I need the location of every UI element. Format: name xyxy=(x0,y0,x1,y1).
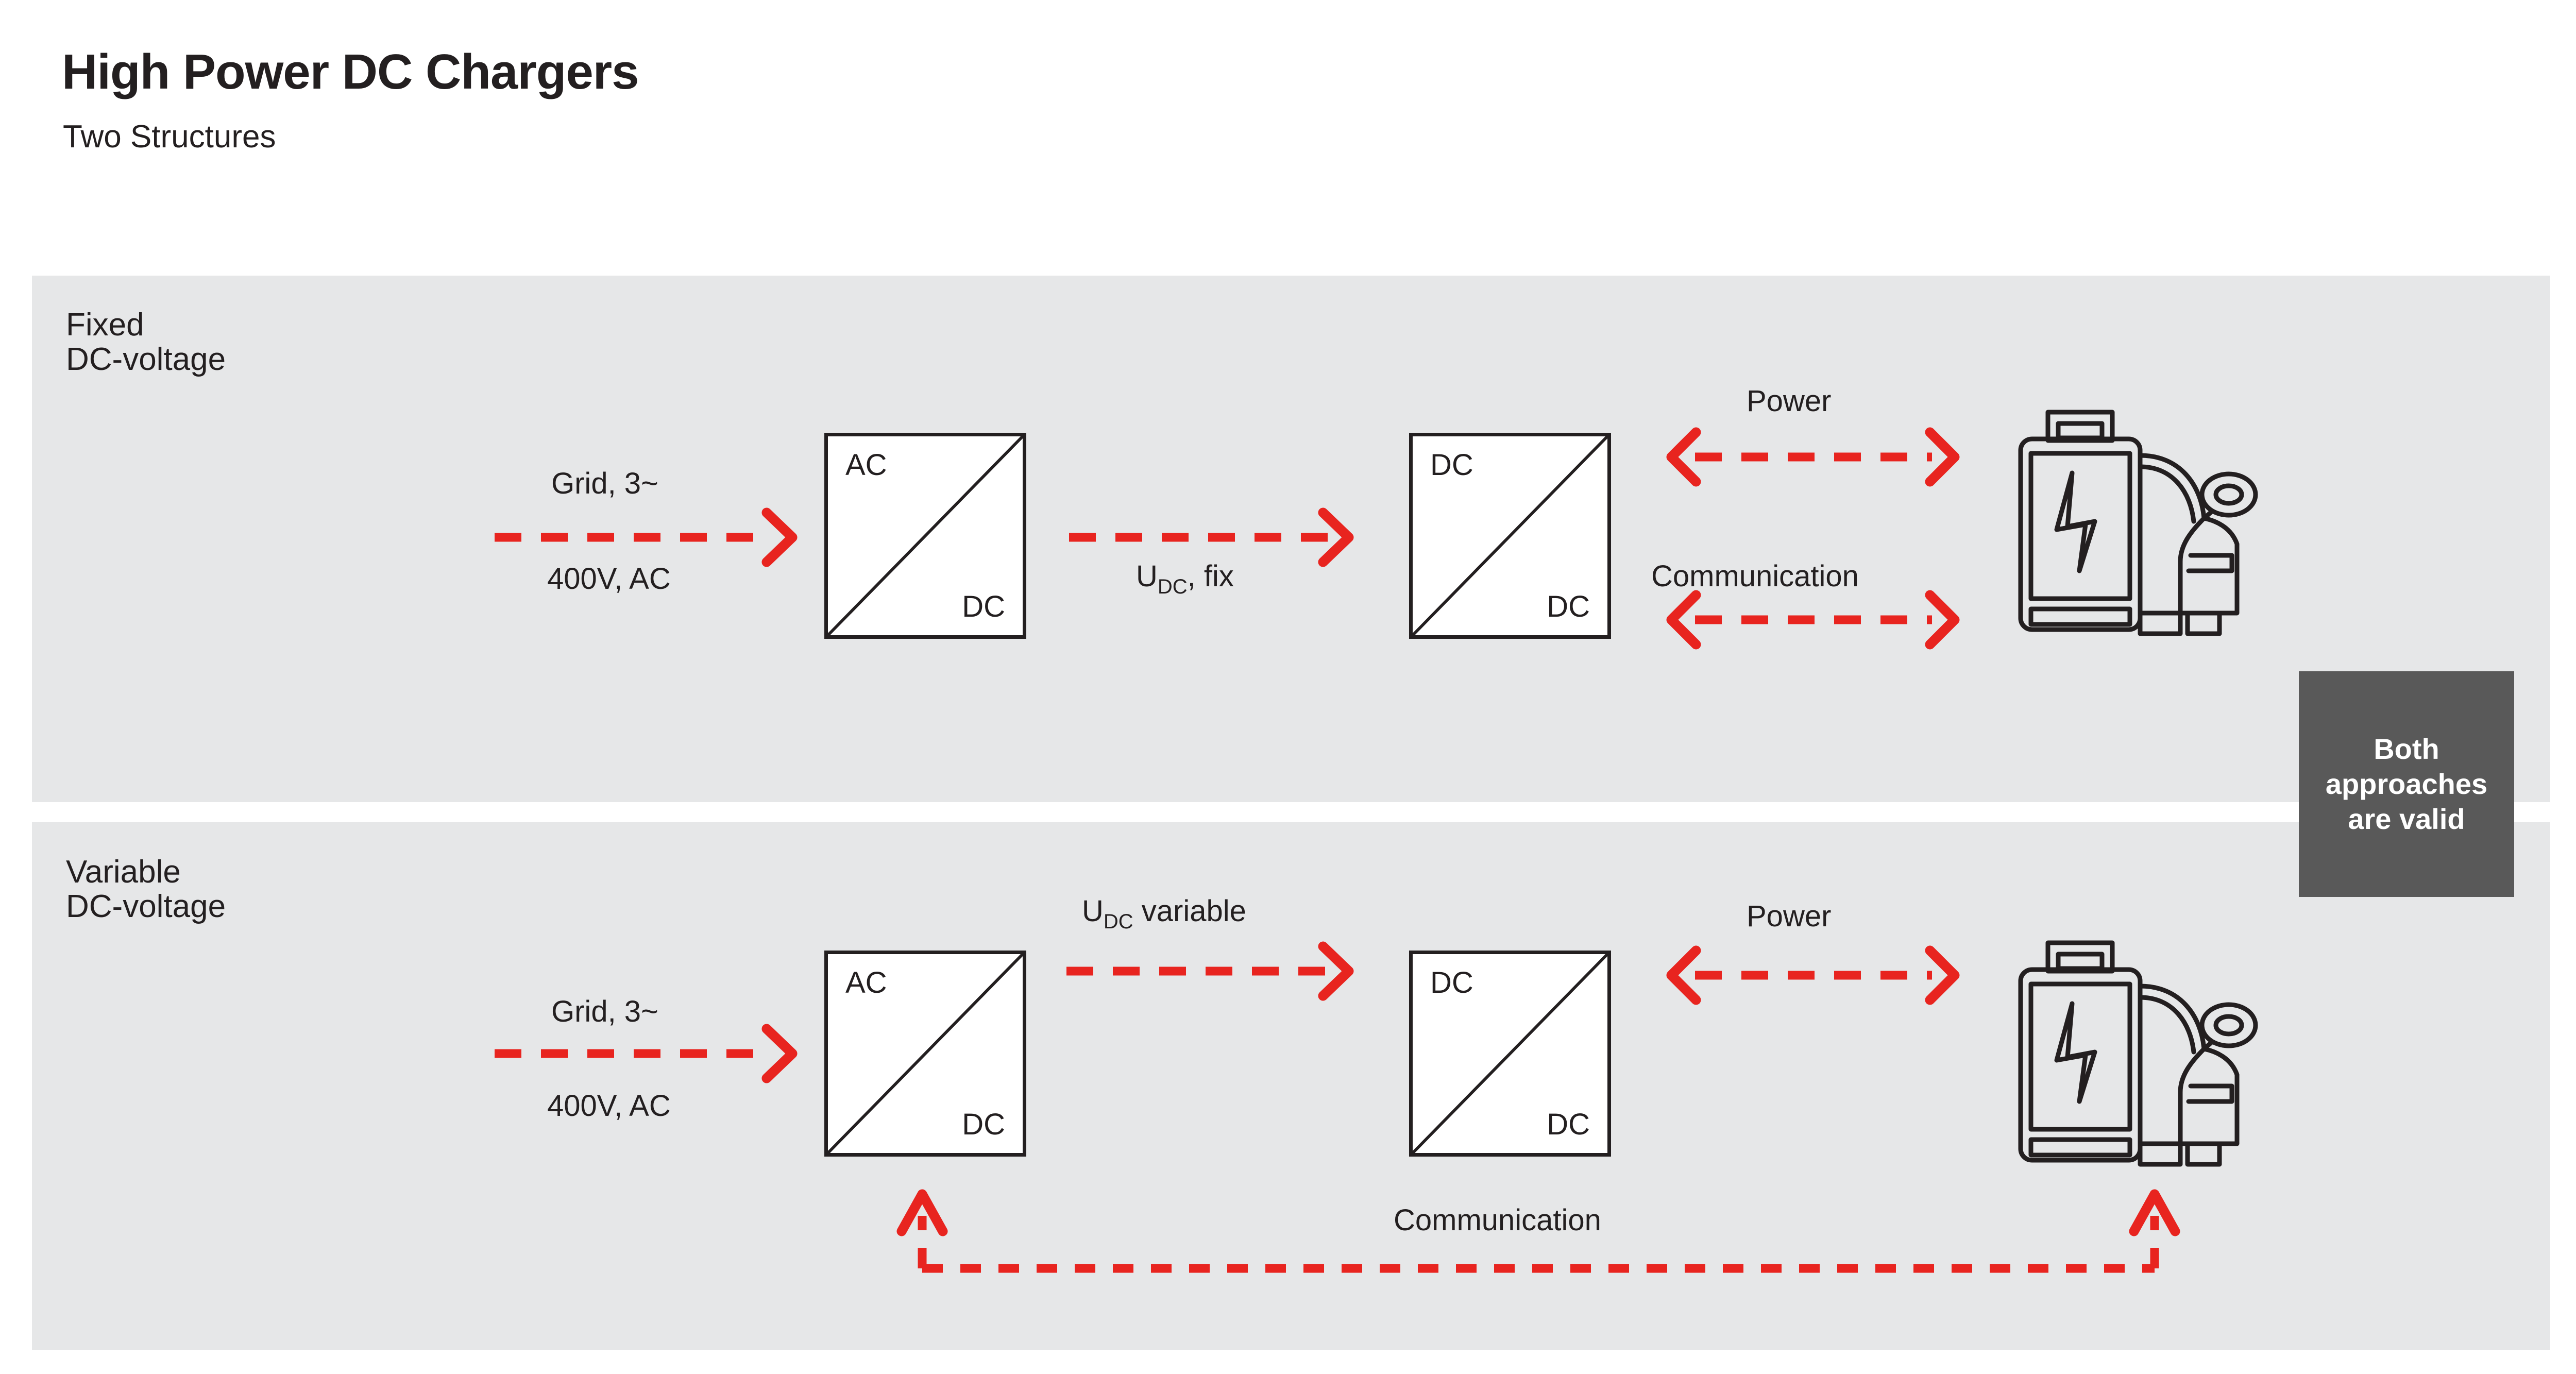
converter-output-label: DC xyxy=(962,1108,1005,1141)
page-title: High Power DC Chargers xyxy=(62,44,639,99)
dc-link-suffix: variable xyxy=(1133,894,1246,928)
converter-output-label: DC xyxy=(1547,590,1590,623)
callout-both-approaches-valid: Both approaches are valid xyxy=(2299,671,2514,897)
power-label-variable: Power xyxy=(1747,900,1832,933)
grid-label-top-variable: Grid, 3~ xyxy=(551,995,658,1028)
converter-input-label: DC xyxy=(1430,966,1473,999)
ev-charging-station-icon xyxy=(2018,940,2258,1167)
converter-dc-dc-variable: DC DC xyxy=(1409,951,1611,1157)
panel-fixed-label: Fixed DC-voltage xyxy=(66,307,226,377)
converter-output-label: DC xyxy=(1547,1108,1590,1141)
ev-charging-station-icon-fixed xyxy=(2009,392,2267,652)
dc-link-subscript: DC xyxy=(1103,910,1133,933)
grid-label-top-fixed: Grid, 3~ xyxy=(551,467,658,500)
grid-label-bottom-variable: 400V, AC xyxy=(547,1089,671,1123)
communication-label-fixed: Communication xyxy=(1651,559,1859,593)
converter-dc-dc-fixed: DC DC xyxy=(1409,433,1611,639)
dc-link-label-variable: UDC variable xyxy=(1082,894,1246,933)
panel-variable-label: Variable DC-voltage xyxy=(66,854,226,924)
callout-text: Both approaches are valid xyxy=(2325,732,2488,836)
ev-charging-station-icon-variable xyxy=(2009,922,2267,1182)
converter-output-label: DC xyxy=(962,590,1005,623)
communication-label-variable: Communication xyxy=(1394,1203,1601,1237)
converter-ac-dc-variable: AC DC xyxy=(824,951,1026,1157)
converter-input-label: DC xyxy=(1430,448,1473,482)
page-subtitle: Two Structures xyxy=(63,119,276,155)
dc-link-label-fixed: UDC, fix xyxy=(1136,559,1234,598)
ev-charging-station-icon xyxy=(2018,410,2258,636)
dc-link-suffix: , fix xyxy=(1187,559,1234,593)
power-label-fixed: Power xyxy=(1747,384,1832,418)
converter-input-label: AC xyxy=(845,966,887,999)
dc-link-symbol: U xyxy=(1136,559,1158,593)
converter-input-label: AC xyxy=(845,448,887,482)
grid-label-bottom-fixed: 400V, AC xyxy=(547,562,671,596)
dc-link-subscript: DC xyxy=(1157,575,1188,598)
dc-link-symbol: U xyxy=(1082,894,1104,928)
converter-ac-dc-fixed: AC DC xyxy=(824,433,1026,639)
